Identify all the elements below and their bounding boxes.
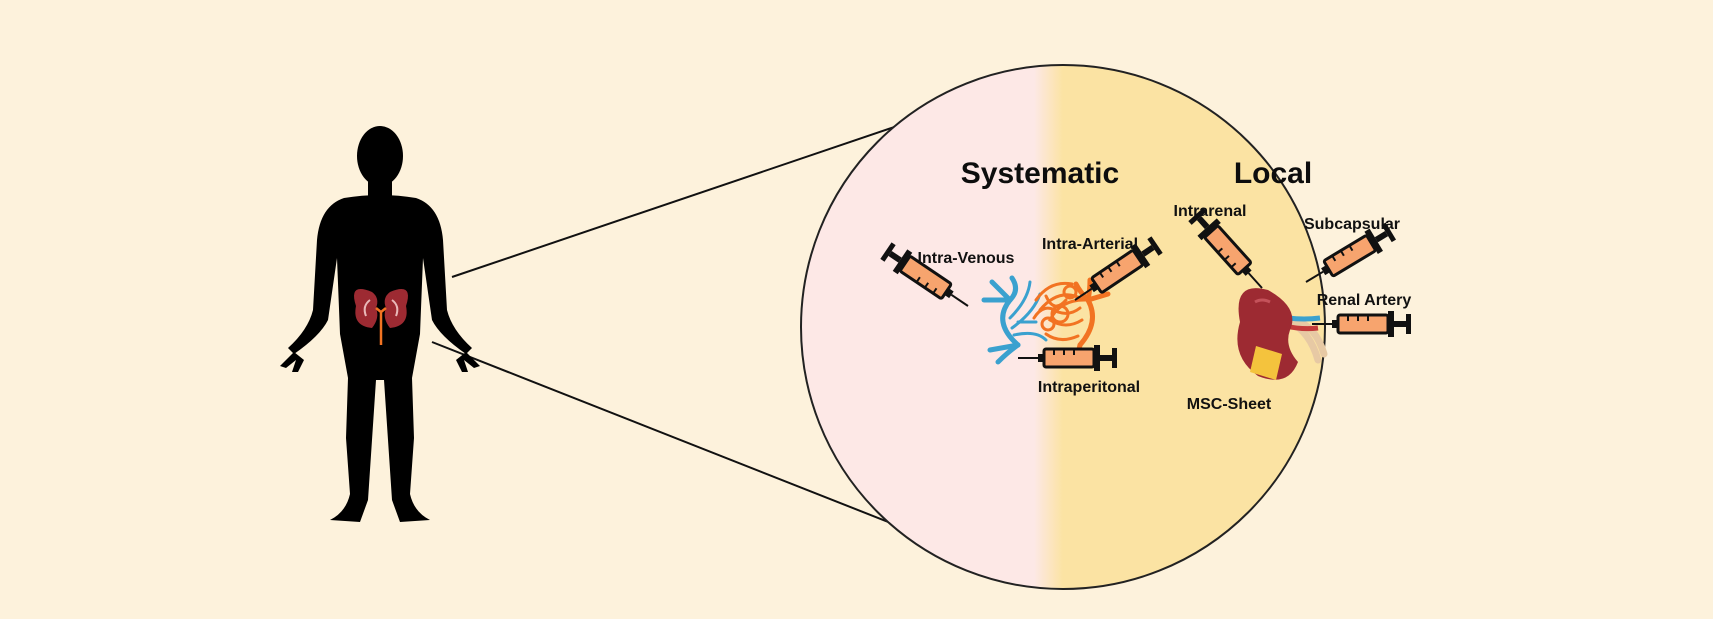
msc-sheet-patch <box>1250 346 1282 380</box>
label-subcapsular: Subcapsular <box>1304 216 1400 233</box>
kidney-icon <box>1237 288 1328 380</box>
label-msc-sheet: MSC-Sheet <box>1187 396 1272 413</box>
label-intra-venous: Intra-Venous <box>918 250 1015 267</box>
label-intra-arterial: Intra-Arterial <box>1042 236 1138 253</box>
label-renal-artery: Renal Artery <box>1317 292 1412 309</box>
zoom-circle <box>800 64 1326 590</box>
local-title: Local <box>1234 157 1312 190</box>
systemic-title: Systematic <box>961 157 1119 190</box>
human-silhouette-icon <box>280 126 480 522</box>
syringe-icon <box>1310 309 1413 339</box>
panel-background <box>801 65 1325 589</box>
label-intraperitonal: Intraperitonal <box>1038 379 1140 396</box>
label-intrarenal: Intrarenal <box>1174 203 1247 220</box>
kidneys-icon <box>354 289 408 345</box>
